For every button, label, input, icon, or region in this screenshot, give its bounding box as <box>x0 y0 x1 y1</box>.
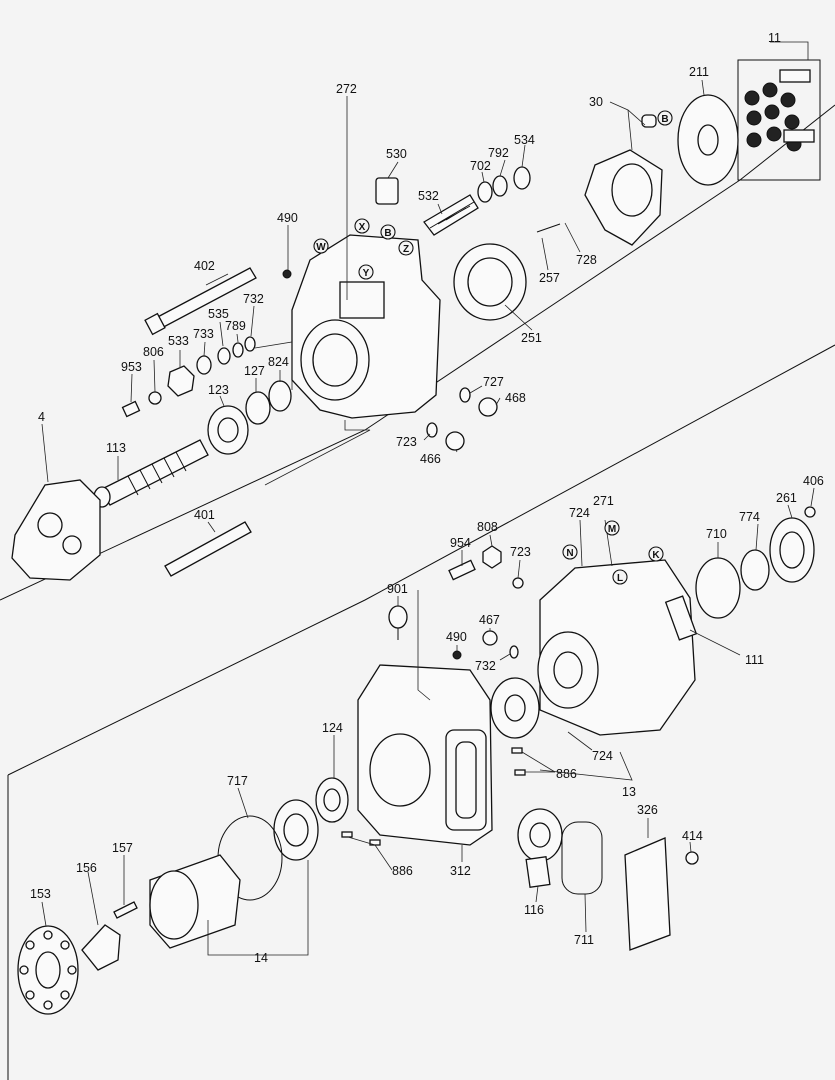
part-label: 14 <box>254 951 268 965</box>
part-label: 824 <box>268 355 289 369</box>
part-label: 710 <box>706 527 727 541</box>
part-label: 312 <box>450 864 471 878</box>
part-label: 414 <box>682 829 703 843</box>
port-callouts: B X B W Z Y M N <box>313 110 673 585</box>
part-label: 272 <box>336 82 357 96</box>
part-label: 116 <box>524 903 544 917</box>
part-label: 257 <box>539 271 560 285</box>
part-label: 530 <box>386 147 407 161</box>
svg-text:M: M <box>608 524 616 535</box>
part-label: 723 <box>510 545 531 559</box>
part-label: 702 <box>470 159 491 173</box>
part-label: 789 <box>225 319 246 333</box>
part-label: 901 <box>387 582 408 596</box>
part-label: 724 <box>592 749 613 763</box>
part-label: 886 <box>556 767 577 781</box>
port-callout: Y <box>358 264 374 280</box>
part-label: 532 <box>418 189 439 203</box>
part-label: 157 <box>112 841 133 855</box>
part-label: 113 <box>106 441 126 455</box>
svg-text:N: N <box>566 548 573 559</box>
svg-text:X: X <box>359 222 366 233</box>
port-callout: X <box>354 218 370 234</box>
part-label: 728 <box>576 253 597 267</box>
part-label: 774 <box>739 510 760 524</box>
port-callout: W <box>313 238 329 254</box>
part-label: 717 <box>227 774 248 788</box>
part-label: 124 <box>322 721 343 735</box>
part-label: 406 <box>803 474 824 488</box>
part-label: 261 <box>776 491 797 505</box>
part-label: 533 <box>168 334 189 348</box>
part-label: 326 <box>637 803 658 817</box>
port-callout: Z <box>398 240 414 256</box>
part-label: 886 <box>392 864 413 878</box>
part-label: 534 <box>514 133 535 147</box>
part-label: 30 <box>589 95 603 109</box>
part-label: 467 <box>479 613 500 627</box>
part-label: 490 <box>277 211 298 225</box>
part-label: 153 <box>30 887 51 901</box>
part-label: 13 <box>622 785 636 799</box>
part-label: 490 <box>446 630 467 644</box>
part-label: 808 <box>477 520 498 534</box>
part-label: 732 <box>243 292 264 306</box>
part-label: 732 <box>475 659 496 673</box>
part-label: 271 <box>593 494 614 508</box>
port-callout: K <box>648 546 664 562</box>
part-label: 954 <box>450 536 471 550</box>
part-label: 792 <box>488 146 509 160</box>
part-label: 535 <box>208 307 229 321</box>
leader-lines <box>41 41 815 956</box>
part-label: 723 <box>396 435 417 449</box>
part-label: 111 <box>745 653 764 667</box>
svg-text:L: L <box>617 573 623 584</box>
part-label: 724 <box>569 506 590 520</box>
part-label: 156 <box>76 861 97 875</box>
svg-text:B: B <box>384 228 391 239</box>
port-callout: B <box>657 110 673 126</box>
port-callout: L <box>612 569 628 585</box>
lower-assembly <box>17 506 816 1015</box>
svg-text:Z: Z <box>403 244 409 255</box>
part-label: 4 <box>38 410 45 424</box>
part-label: 711 <box>574 933 594 947</box>
svg-text:W: W <box>316 242 326 253</box>
part-label: 953 <box>121 360 142 374</box>
svg-text:B: B <box>661 114 668 125</box>
part-label: 466 <box>420 452 441 466</box>
port-callout: M <box>604 520 620 536</box>
svg-text:K: K <box>652 550 660 561</box>
part-label: 727 <box>483 375 504 389</box>
part-label: 806 <box>143 345 164 359</box>
part-label: 127 <box>244 364 265 378</box>
part-label: 401 <box>194 508 215 522</box>
part-label: 123 <box>208 383 229 397</box>
svg-text:Y: Y <box>363 268 370 279</box>
port-callout: N <box>562 544 578 560</box>
part-label: 733 <box>193 327 214 341</box>
part-label: 251 <box>521 331 542 345</box>
part-label: 468 <box>505 391 526 405</box>
part-label: 211 <box>689 65 709 79</box>
upper-assembly <box>11 59 821 581</box>
part-labels: 11 211 30 272 530 534 792 702 532 490 72… <box>30 31 824 965</box>
port-callout: B <box>380 224 396 240</box>
part-label: 11 <box>768 31 781 45</box>
part-label: 402 <box>194 259 215 273</box>
